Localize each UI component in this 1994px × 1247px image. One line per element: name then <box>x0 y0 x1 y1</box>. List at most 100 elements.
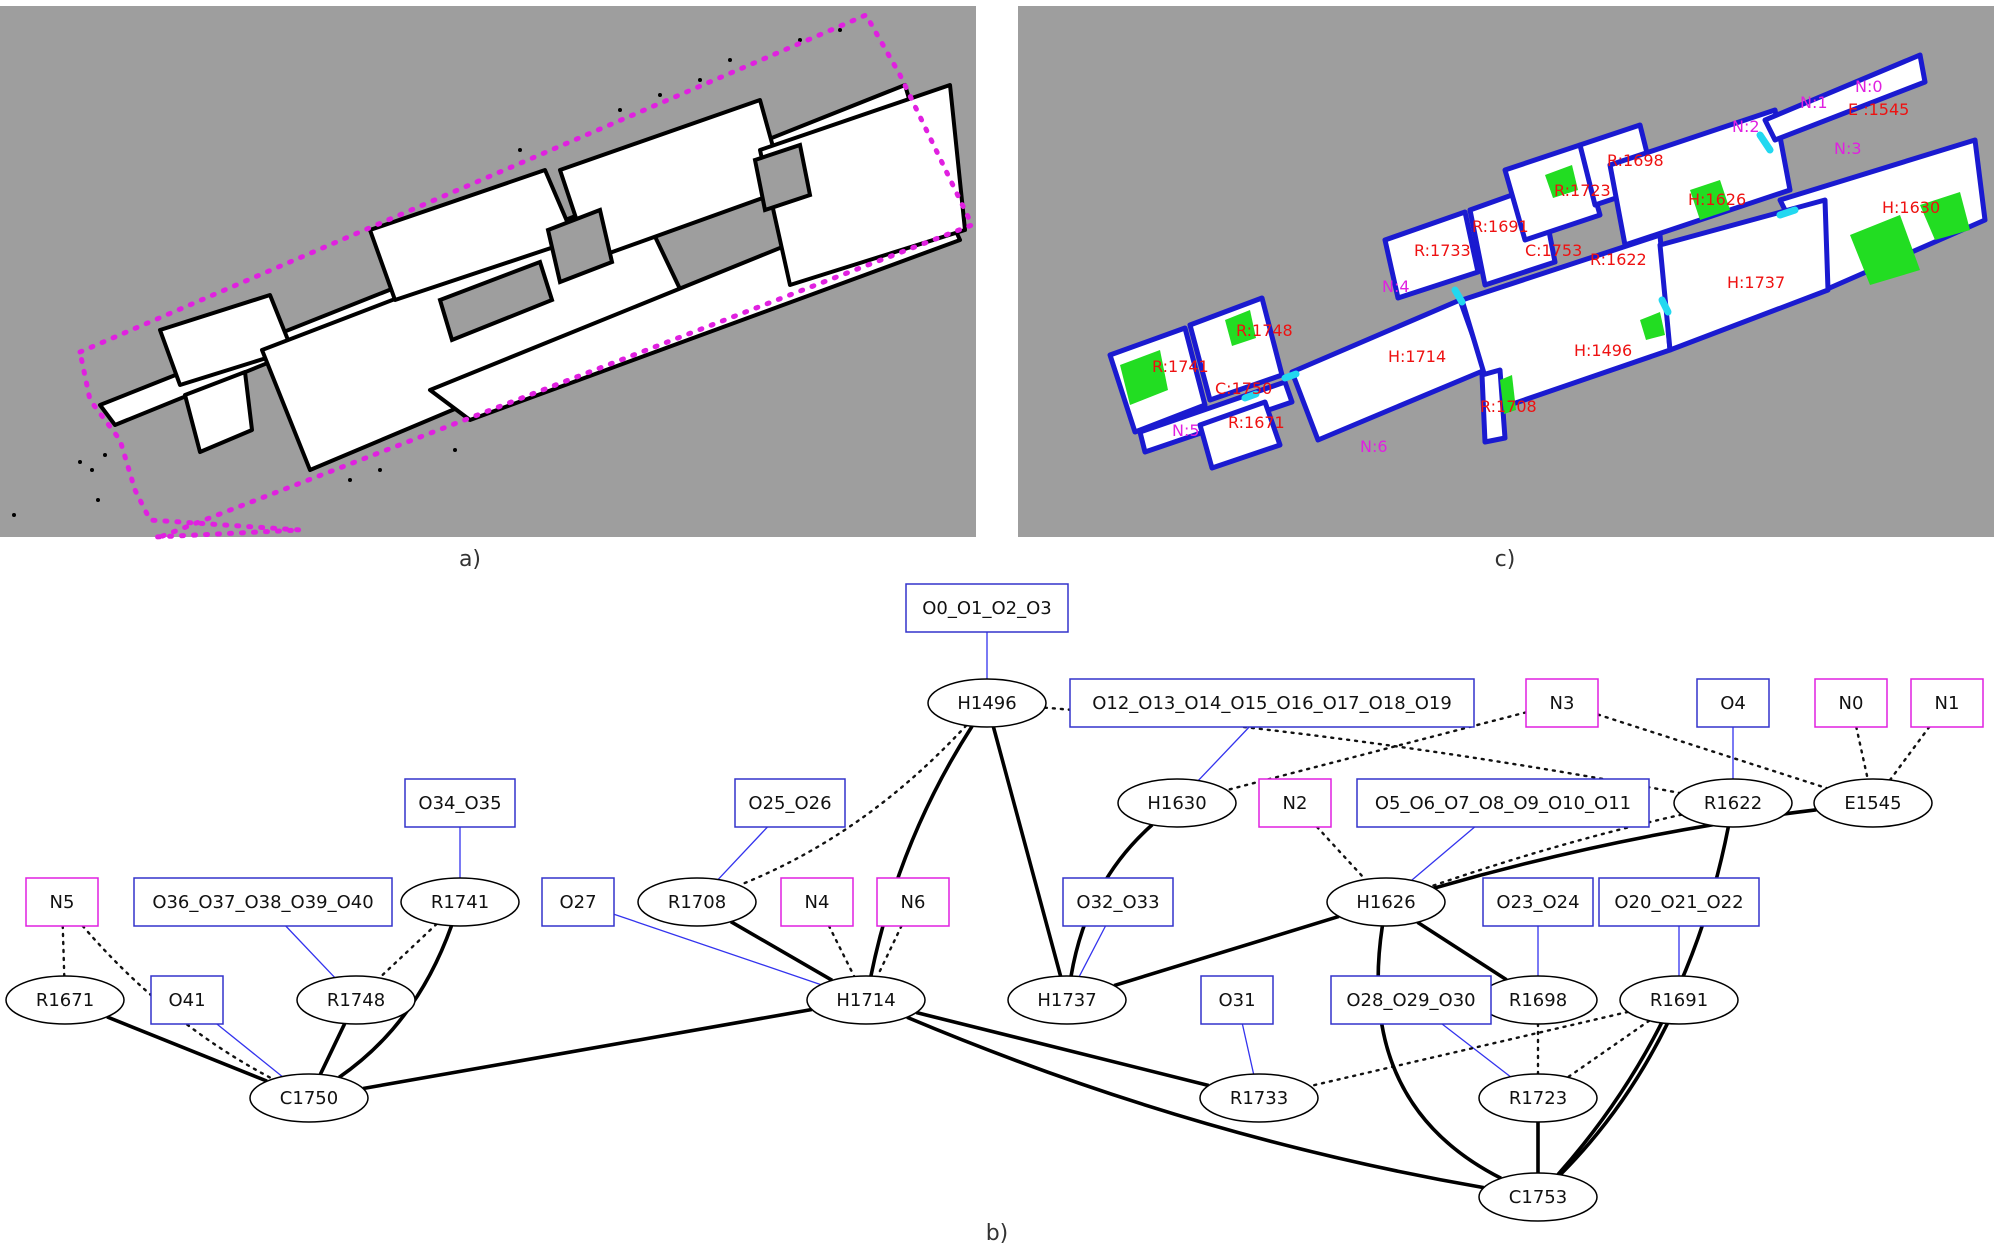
door-node-label: N0 <box>1839 693 1864 714</box>
map-door-label: N:1 <box>1800 93 1828 112</box>
map-room-label: H:1737 <box>1727 273 1785 292</box>
object-node-label: O4 <box>1720 693 1746 714</box>
map-room-label: R:1733 <box>1414 241 1471 260</box>
room-node-label: H1714 <box>836 990 895 1011</box>
room-node: R1698 <box>1478 975 1598 1025</box>
room-node-shape <box>1478 1073 1598 1123</box>
map-room-label: R:1671 <box>1228 413 1285 432</box>
room-node: R1622 <box>1673 778 1793 828</box>
object-node: O28_O29_O30 <box>1330 975 1492 1025</box>
object-node: O0_O1_O2_O3 <box>905 583 1069 633</box>
graph-edge-obj <box>1241 1023 1255 1075</box>
room-node-shape <box>1117 778 1237 828</box>
object-node-label: O32_O33 <box>1076 892 1159 913</box>
room-node-shape <box>1007 975 1127 1025</box>
map-door-label: N:2 <box>1732 117 1760 136</box>
door-node: N0 <box>1814 678 1888 728</box>
object-node-shape <box>541 877 615 927</box>
door-node-shape <box>1525 678 1599 728</box>
caption-b: b) <box>986 1221 1009 1246</box>
room-node-shape <box>1673 778 1793 828</box>
object-node-label: O28_O29_O30 <box>1346 990 1475 1011</box>
graph-edge-bold <box>1416 920 1508 982</box>
object-node-shape <box>1062 877 1174 927</box>
object-node: O41 <box>150 975 224 1025</box>
object-node-label: O36_O37_O38_O39_O40 <box>152 892 373 913</box>
caption-c: c) <box>1495 547 1516 572</box>
room-node: R1748 <box>296 975 416 1025</box>
object-node: O31 <box>1200 975 1274 1025</box>
map-room-label: E :1545 <box>1848 100 1909 119</box>
object-node: O5_O6_O7_O8_O9_O10_O11 <box>1356 778 1650 828</box>
object-node-label: O31 <box>1218 990 1255 1011</box>
graph-edge-obj <box>613 913 821 986</box>
object-node-shape <box>905 583 1069 633</box>
room-node-label: H1626 <box>1356 892 1415 913</box>
graph-edge-dot <box>61 924 66 978</box>
map-room-label: R:1691 <box>1472 217 1529 236</box>
room-node-label: R1691 <box>1650 990 1708 1011</box>
graph-edge-bold <box>106 1015 268 1083</box>
graph-edge-dot <box>1855 725 1869 781</box>
graph-edge-bold <box>915 1010 1210 1088</box>
map-room-label: R:1708 <box>1480 397 1537 416</box>
room-node: R1733 <box>1199 1073 1319 1123</box>
graph-edge-dot <box>81 924 275 1081</box>
map-room-label: R:1723 <box>1554 181 1611 200</box>
room-node-label: H1496 <box>957 693 1016 714</box>
object-node-label: O34_O35 <box>418 793 501 814</box>
object-node-shape <box>1696 678 1770 728</box>
room-node: H1630 <box>1117 778 1237 828</box>
object-node-label: O41 <box>168 990 205 1011</box>
object-node: O4 <box>1696 678 1770 728</box>
room-node-label: C1750 <box>280 1088 338 1109</box>
room-node: C1750 <box>249 1073 369 1123</box>
room-node-label: R1622 <box>1704 793 1762 814</box>
door-node-label: N4 <box>805 892 830 913</box>
room-node: H1714 <box>806 975 926 1025</box>
graph-edge-dot <box>1596 713 1828 790</box>
map-a-holes <box>437 142 813 343</box>
object-node-label: O0_O1_O2_O3 <box>922 598 1051 619</box>
graph-edge-bold <box>729 920 834 982</box>
map-room-label: H:1630 <box>1882 198 1940 217</box>
map-c-room-labels: R:1741 R:1748 C:1750 R:1671 H:1714 R:173… <box>1152 100 1940 432</box>
room-node-shape <box>927 678 1047 728</box>
room-node-label: H1630 <box>1147 793 1206 814</box>
door-node-label: N2 <box>1283 793 1308 814</box>
graph-edge-dot <box>378 922 438 980</box>
room-node-label: C1753 <box>1509 1187 1567 1208</box>
map-room-label: H:1714 <box>1388 347 1446 366</box>
map-door-label: N:3 <box>1834 139 1862 158</box>
room-node: E1545 <box>1813 778 1933 828</box>
graph-edge-dot <box>827 924 856 978</box>
room-node-shape <box>400 877 520 927</box>
panel-a-map <box>0 6 976 540</box>
graph-edge-obj <box>1078 925 1107 977</box>
map-door-label: N:4 <box>1382 277 1410 296</box>
door-node-label: N6 <box>901 892 926 913</box>
object-node-shape <box>1330 975 1492 1025</box>
map-room-label: R:1622 <box>1590 250 1647 269</box>
graph-edge-bold <box>318 1022 347 1076</box>
door-node-label: N3 <box>1550 693 1575 714</box>
map-c-doors <box>1241 131 1799 402</box>
room-node: H1737 <box>1007 975 1127 1025</box>
graph-edge-bold <box>869 725 974 977</box>
graph-edge-dot <box>1225 711 1528 792</box>
door-node: N6 <box>876 877 950 927</box>
door-node-shape <box>876 877 950 927</box>
map-room-label: R:1698 <box>1607 151 1664 170</box>
door-node-shape <box>1258 778 1332 828</box>
room-node-shape <box>249 1073 369 1123</box>
room-node: C1753 <box>1478 1172 1598 1222</box>
door-node: N4 <box>780 877 854 927</box>
object-node-shape <box>1482 877 1594 927</box>
door-node-label: N1 <box>1935 693 1960 714</box>
object-node-shape <box>1200 975 1274 1025</box>
object-node: O34_O35 <box>404 778 516 828</box>
map-door-label: N:6 <box>1360 437 1388 456</box>
graph-edge-bold <box>1558 1022 1670 1177</box>
door-node-shape <box>780 877 854 927</box>
